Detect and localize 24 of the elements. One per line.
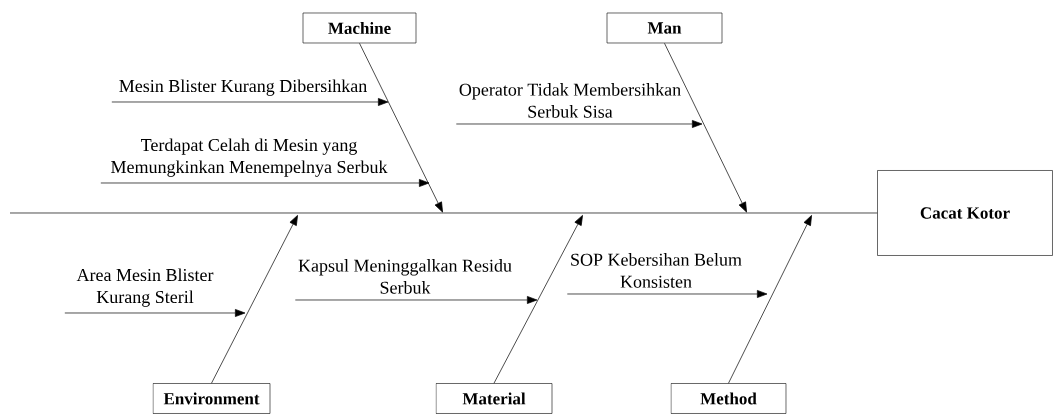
category-box: Environment <box>152 383 271 414</box>
spine-line <box>9 212 878 214</box>
arrow <box>294 296 538 304</box>
cause-text: Kapsul Meninggalkan Residu Serbuk <box>298 259 512 294</box>
arrow <box>359 42 443 213</box>
category-box: Material <box>435 383 553 414</box>
arrow <box>455 120 703 128</box>
arrow <box>100 179 430 187</box>
cause-text: Terdapat Celah di Mesin yang Memungkinkan Menempelnya Serbuk <box>111 138 388 177</box>
arrow <box>111 98 389 106</box>
cause-text: Mesin Blister Kurang Dibersihkan <box>119 79 367 96</box>
category-box: Man <box>606 12 723 44</box>
arrow <box>493 215 583 384</box>
category-box: Machine <box>302 12 417 44</box>
cause-text: Operator Tidak Membersihkan Serbuk Sisa <box>459 83 681 118</box>
arrow <box>64 309 246 317</box>
cause-text: SOP Kebersihan Belum Konsisten <box>571 253 742 288</box>
arrow <box>728 215 812 384</box>
arrow <box>566 290 768 298</box>
arrow <box>211 215 298 384</box>
category-box: Method <box>670 383 787 414</box>
arrow <box>664 42 747 213</box>
cause-text: Area Mesin Blister Kurang Steril <box>76 268 214 307</box>
category-box: Cacat Kotor <box>877 170 1053 256</box>
